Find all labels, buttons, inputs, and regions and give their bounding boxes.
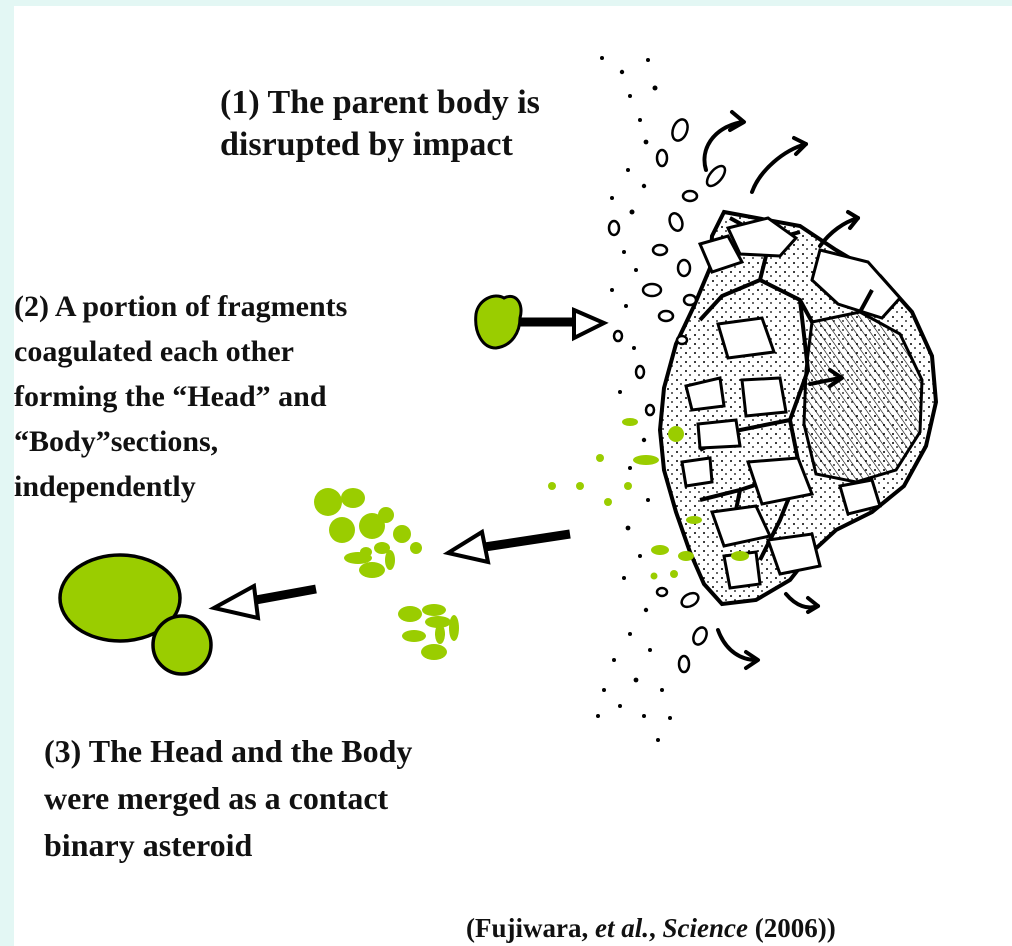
step-1-caption: (1) The parent body is disrupted by impa… (220, 82, 540, 166)
citation-year: (2006)) (748, 913, 836, 943)
citation-journal: Science (662, 913, 747, 943)
caption-line: disrupted by impact (220, 124, 540, 166)
step-3-caption: (3) The Head and the Body were merged as… (44, 728, 412, 869)
citation-author: (Fujiwara, (466, 913, 595, 943)
caption-line: (1) The parent body is (220, 82, 540, 124)
head-to-body-arrow (520, 310, 604, 338)
head-fragment-blob (476, 296, 521, 348)
binary-head-lobe (153, 616, 211, 674)
caption-line: (2) A portion of fragments (14, 284, 347, 329)
contact-binary-asteroid (60, 555, 211, 674)
caption-line: (3) The Head and the Body (44, 728, 412, 775)
citation-separator: , (649, 913, 663, 943)
cluster-arrow (448, 532, 570, 562)
caption-line: forming the “Head” and (14, 374, 347, 419)
parent-body-sketch (660, 212, 936, 604)
caption-line: binary asteroid (44, 822, 412, 869)
citation: (Fujiwara, et al., Science (2006)) (466, 912, 836, 944)
caption-line: “Body”sections, (14, 419, 347, 464)
caption-line: were merged as a contact (44, 775, 412, 822)
citation-et-al: et al. (595, 913, 649, 943)
coagulating-cluster (398, 604, 459, 660)
step-2-caption: (2) A portion of fragments coagulated ea… (14, 284, 347, 509)
caption-line: independently (14, 464, 347, 509)
merge-arrow (214, 586, 316, 618)
caption-line: coagulated each other (14, 329, 347, 374)
